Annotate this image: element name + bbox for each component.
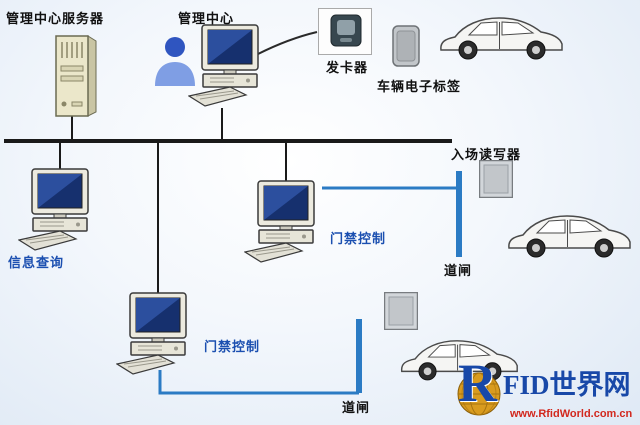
car-icon-top (436, 9, 566, 68)
rfid-tag-icon (392, 25, 420, 72)
access-control-right-label: 门禁控制 (330, 231, 387, 246)
info-query-computer-icon (17, 168, 98, 257)
card-issuer-icon (318, 8, 372, 60)
server-label: 管理中心服务器 (6, 11, 105, 26)
logo-url: www.RfidWorld.com.cn (510, 408, 633, 420)
management-center-label: 管理中心 (178, 11, 235, 26)
rfid-world-logo: R FID世界网 www.RfidWorld.com.cn (448, 356, 638, 424)
globe-icon (456, 371, 502, 422)
entrance-reader-label: 入场读写器 (451, 147, 522, 162)
vehicle-tag-label: 车辆电子标签 (377, 79, 462, 94)
person-icon (152, 36, 198, 91)
server-tower-icon (50, 34, 102, 123)
info-query-label: 信息查询 (8, 255, 65, 270)
barrier-bottom-label: 道闸 (342, 400, 371, 415)
car-icon-middle (504, 207, 634, 266)
barrier-right-label: 道闸 (444, 263, 473, 278)
management-center-computer-icon (187, 24, 268, 113)
card-issuer-label: 发卡器 (326, 60, 369, 75)
reader-panel-icon-entrance (478, 159, 514, 203)
reader-panel-icon-bottom (383, 291, 419, 335)
access-control-right-computer-icon (243, 180, 324, 269)
access-control-bottom-label: 门禁控制 (204, 339, 261, 354)
logo-name: FID世界网 (503, 370, 631, 400)
logo-letter-r: R (458, 353, 497, 413)
access-control-bottom-computer-icon (115, 292, 196, 381)
